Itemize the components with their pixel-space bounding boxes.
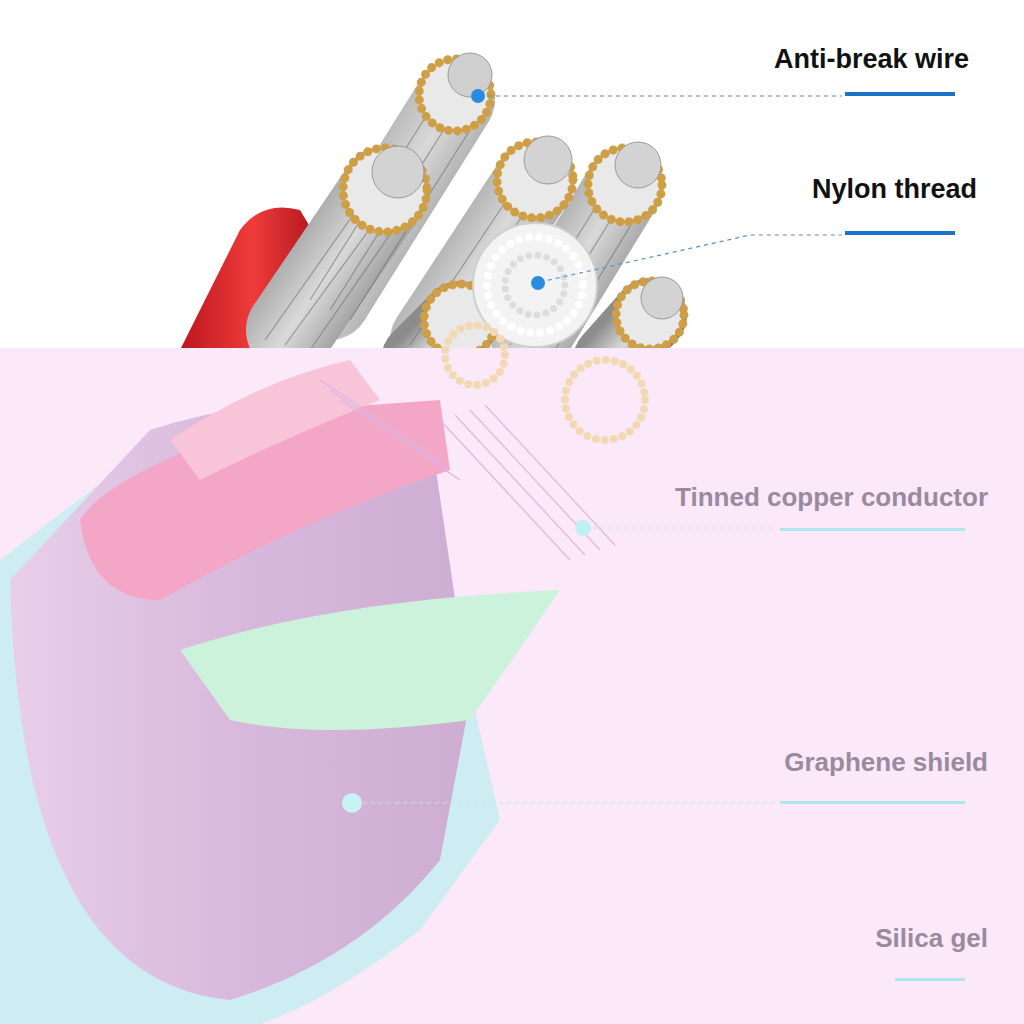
- part-label: Nylon thread: [812, 174, 977, 205]
- part-label: Anti-break wire: [774, 44, 969, 75]
- part-label: Tinned copper conductor: [675, 482, 988, 513]
- part-label: Graphene shield: [784, 747, 988, 778]
- part-label: Silica gel: [875, 923, 988, 954]
